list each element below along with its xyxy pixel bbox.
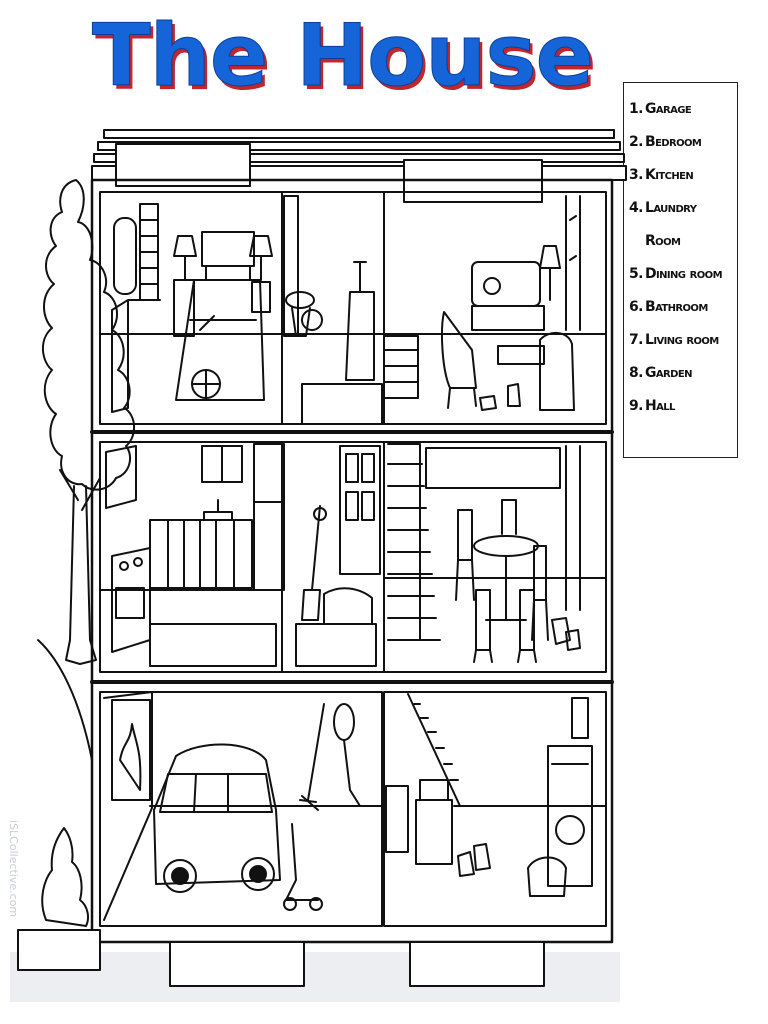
page-title: The House <box>92 6 595 107</box>
door-icon <box>339 445 381 575</box>
wardrobe <box>111 299 161 413</box>
rake-icon <box>299 703 325 811</box>
legend-item-number: 8. <box>629 365 643 381</box>
fridge-icon <box>253 443 285 591</box>
sink-icon <box>285 291 323 337</box>
bed-icon <box>175 231 265 401</box>
broom-icon <box>301 505 327 621</box>
room-hall <box>383 691 607 927</box>
legend-item-label: Dining room <box>645 266 723 282</box>
boxes-icon <box>385 779 453 865</box>
legend-item-label: Bedroom <box>645 134 702 150</box>
bathtub-icon <box>345 261 375 381</box>
sofa-icon <box>471 261 545 365</box>
legend-item-number: 3. <box>629 167 643 183</box>
label-box-garage <box>169 941 305 987</box>
armchair-icon <box>539 332 575 411</box>
window-icon <box>113 203 159 301</box>
window-icon <box>111 699 151 801</box>
legend-item: 2.Bedroom <box>629 126 737 159</box>
window-icon <box>565 445 581 611</box>
label-box-garden <box>17 929 101 971</box>
room-living-room <box>383 191 607 425</box>
label-box-kitchen <box>149 623 277 667</box>
legend-item: 6.Bathroom <box>629 291 737 324</box>
stairs-icon <box>383 335 419 399</box>
legend-item: 4.Laundry <box>629 192 737 225</box>
cabinet <box>105 445 137 509</box>
legend-item-label: Room <box>645 233 681 249</box>
bathroom-door <box>283 195 299 337</box>
lamp-icon <box>539 245 561 301</box>
legend-item-label: Hall <box>645 398 675 414</box>
stairs-icon <box>407 693 461 807</box>
label-box-bathroom <box>301 383 383 425</box>
legend-item: 7.Living room <box>629 324 737 357</box>
label-box-hall <box>409 941 545 987</box>
room-dining-room <box>383 441 607 673</box>
legend-item: 8.Garden <box>629 357 737 390</box>
legend-item: 5.Dining room <box>629 258 737 291</box>
hose-icon <box>333 703 361 807</box>
garage-wall <box>103 691 153 921</box>
car-icon <box>153 743 281 893</box>
wall-shelf <box>425 447 561 489</box>
lamp-icon <box>173 235 197 337</box>
legend-item-label: Bathroom <box>645 299 708 315</box>
legend-item: Room <box>629 225 737 258</box>
legend-item: 3.Kitchen <box>629 159 737 192</box>
window-icon <box>201 445 243 483</box>
chair-icon <box>455 499 549 663</box>
legend-item: 1.Garage <box>629 93 737 126</box>
legend-item-label: Kitchen <box>645 167 694 183</box>
tricycle-icon <box>283 823 323 911</box>
watermark: iSLCollective.com <box>7 820 20 918</box>
legend-item-number: 4. <box>629 200 643 216</box>
room-garage <box>99 691 383 927</box>
window-icon <box>565 195 581 331</box>
bush-icon <box>41 827 89 927</box>
tree-icon <box>42 179 135 665</box>
shoes <box>457 843 491 877</box>
slippers <box>479 383 521 411</box>
legend-item: 9.Hall <box>629 390 737 423</box>
legend-item-label: Living room <box>645 332 719 348</box>
washing-machine-icon <box>547 697 593 887</box>
lamp-icon <box>249 235 273 313</box>
laundry-basket <box>527 856 567 897</box>
label-box-laundry <box>295 623 377 667</box>
legend-item-label: Garden <box>645 365 692 381</box>
stove-icon <box>111 547 151 653</box>
legend-item-label: Garage <box>645 101 692 117</box>
stairs-icon <box>387 443 441 641</box>
house-frame <box>90 178 614 944</box>
legend-item-number: 9. <box>629 398 643 414</box>
legend-item-number: 5. <box>629 266 643 282</box>
legend-item-number: 2. <box>629 134 643 150</box>
legend-item-label: Laundry <box>645 200 697 216</box>
laundry-basket <box>323 587 373 625</box>
legend-item-number: 1. <box>629 101 643 117</box>
slippers <box>551 617 581 651</box>
legend-item-number: 6. <box>629 299 643 315</box>
kitchen-counter-icon <box>149 499 253 589</box>
armchair-icon <box>441 311 477 409</box>
legend-item-number: 7. <box>629 332 643 348</box>
garden-slope <box>37 639 93 761</box>
